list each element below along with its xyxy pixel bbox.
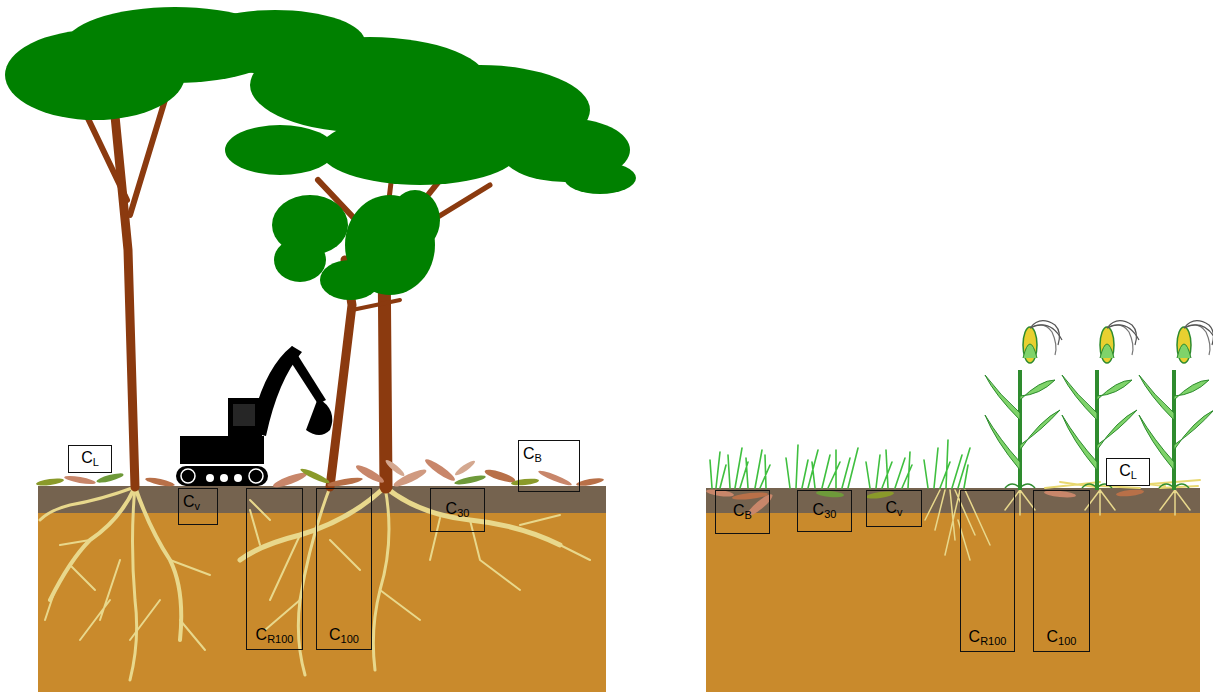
measurement-box: C30	[430, 488, 485, 532]
pool-label: CR100	[969, 628, 1007, 647]
pool-label: C100	[329, 626, 359, 645]
corn-plant	[985, 321, 1213, 490]
roots	[40, 487, 590, 680]
measurement-box: C100	[316, 488, 372, 650]
tree-canopy	[5, 7, 636, 300]
grass	[710, 440, 970, 488]
topsoil	[706, 488, 1200, 513]
excavator	[176, 346, 332, 486]
measurement-box: CB	[715, 490, 770, 534]
leaf-litter	[36, 456, 605, 490]
tree-trunk	[318, 150, 490, 487]
measurement-box: CR100	[246, 488, 303, 650]
pool-label: CB	[733, 502, 752, 521]
pool-label: Cv	[885, 499, 902, 518]
pool-label: C100	[1047, 628, 1077, 647]
subsoil	[706, 512, 1200, 692]
measurement-box: Cv	[866, 490, 922, 527]
pool-label: CL	[81, 449, 99, 468]
pool-label: CL	[1119, 462, 1137, 481]
leaf-litter	[706, 488, 1145, 518]
measurement-box: CR100	[960, 490, 1015, 652]
pool-label: C30	[813, 501, 837, 520]
pool-label: CR100	[256, 626, 294, 645]
measurement-box: CL	[1106, 458, 1150, 486]
measurement-box: C100	[1033, 490, 1090, 652]
measurement-box: CL	[68, 445, 112, 473]
roots	[925, 490, 1190, 560]
subsoil	[38, 512, 606, 692]
pool-label: CB	[523, 445, 542, 464]
measurement-box: C30	[797, 490, 852, 532]
pool-label: Cv	[183, 493, 200, 512]
pool-label: C30	[446, 500, 470, 519]
measurement-box: Cv	[178, 488, 218, 525]
tree-trunk	[72, 85, 168, 487]
measurement-box: CB	[518, 440, 580, 492]
